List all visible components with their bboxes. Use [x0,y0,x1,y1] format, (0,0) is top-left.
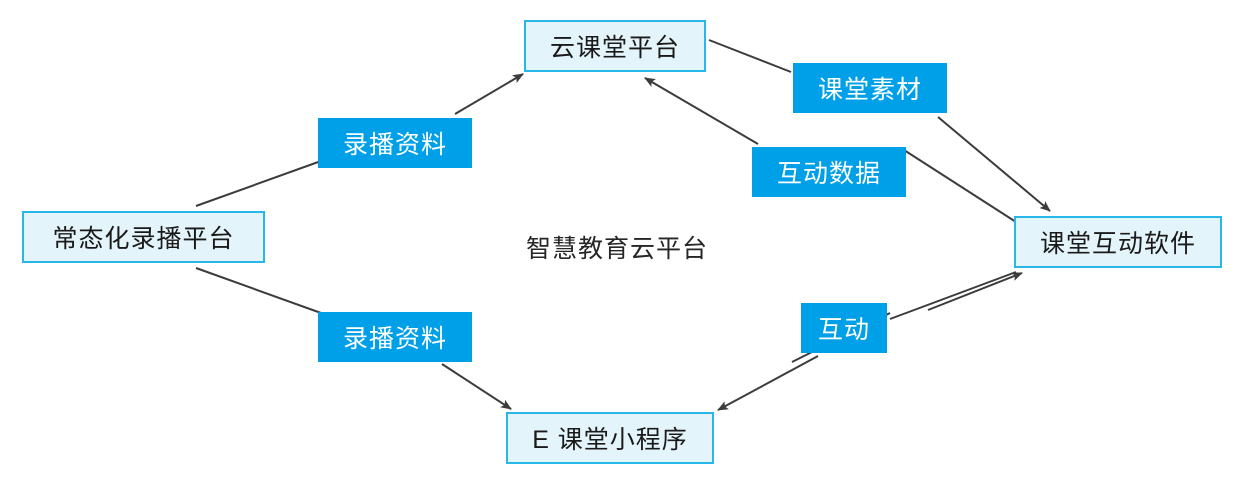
edge-recording-to-miniapp-2 [441,363,512,410]
edge-miniapp-to-software-2 [927,272,1023,311]
edge-lines [195,39,1051,411]
edge-software-to-miniapp-1 [889,271,1017,320]
edge-recording-to-cloud-2 [454,73,524,115]
edge-label-interaction-data[interactable]: 互动数据 [752,147,906,197]
edge-recording-to-miniapp-1 [195,267,322,314]
diagram-center-title: 智慧教育云平台 [525,235,708,263]
edge-label-recorded-material-bottom[interactable]: 录播资料 [318,312,472,362]
entity-node-interactive-software[interactable]: 课堂互动软件 [1014,216,1222,268]
edge-label-recorded-material-top[interactable]: 录播资料 [318,118,472,168]
edge-label-classroom-material[interactable]: 课堂素材 [793,63,947,113]
edge-cloud-to-software-2 [937,116,1051,212]
edge-software-to-cloud-1 [903,149,1017,223]
entity-node-cloud-classroom[interactable]: 云课堂平台 [524,20,706,72]
edge-cloud-to-software-1 [708,39,792,73]
edge-label-interaction[interactable]: 互动 [801,303,887,353]
edge-software-to-cloud-2 [644,77,759,145]
entity-node-e-classroom-miniapp[interactable]: E 课堂小程序 [506,412,714,464]
entity-node-recording-platform[interactable]: 常态化录播平台 [22,211,265,263]
edge-software-to-miniapp-2 [717,355,819,411]
edge-recording-to-cloud-1 [195,160,322,207]
